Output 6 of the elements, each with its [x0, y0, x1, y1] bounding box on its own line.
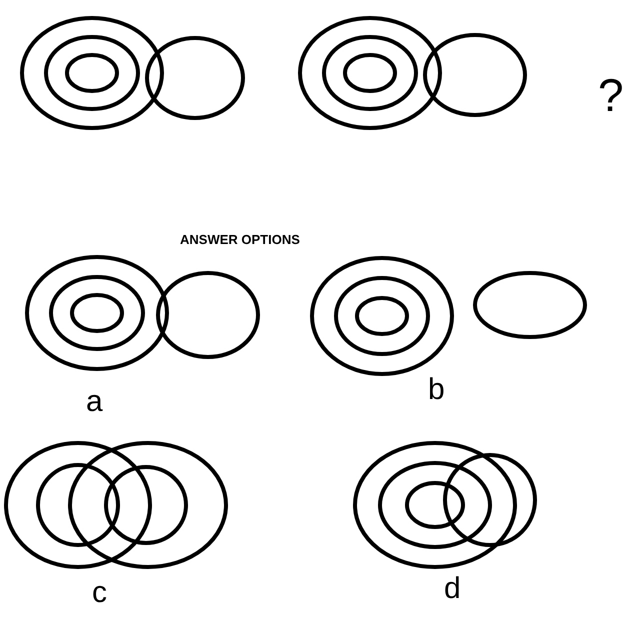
option-letter: a: [86, 387, 103, 417]
section-heading: ANSWER OPTIONS: [180, 233, 300, 246]
question-mark: ?: [598, 72, 624, 118]
option-letter: b: [428, 375, 445, 405]
option-letter: c: [92, 578, 107, 608]
option-letter: d: [444, 574, 461, 604]
